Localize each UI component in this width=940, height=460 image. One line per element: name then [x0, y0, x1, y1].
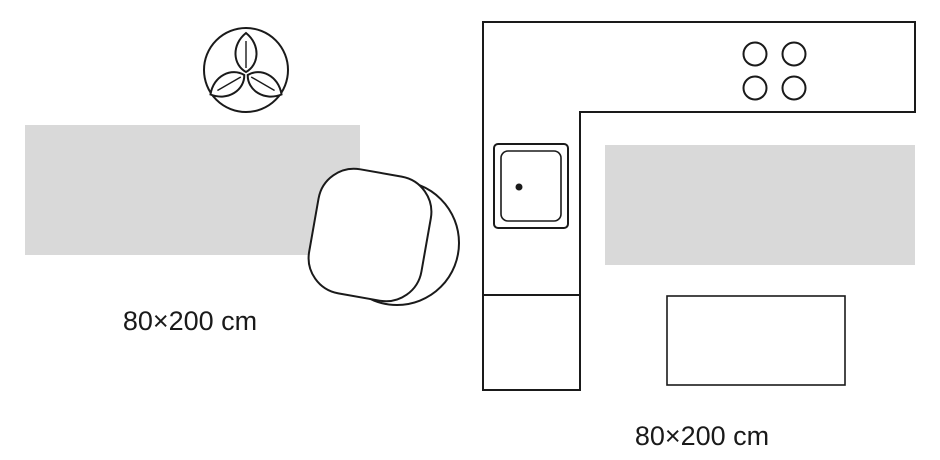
right-scene: 80×200 cm	[482, 21, 916, 451]
burner-icon	[781, 41, 807, 67]
burner-icon	[742, 75, 768, 101]
sink-drain	[515, 183, 523, 191]
right-rug	[605, 145, 915, 265]
left-scene: 80×200 cm	[25, 27, 460, 336]
burner-icon	[781, 75, 807, 101]
chair-seat	[307, 167, 433, 303]
right-rug-size-label: 80×200 cm	[635, 421, 769, 451]
kitchen-counter	[482, 21, 916, 391]
table	[666, 295, 846, 386]
plant-leaves	[209, 31, 283, 98]
left-rug	[25, 125, 360, 255]
left-rug-size-label: 80×200 cm	[123, 306, 257, 336]
stove-burners	[742, 41, 807, 101]
plant-icon	[203, 27, 289, 113]
chair	[307, 167, 460, 306]
sink-icon	[493, 143, 569, 229]
burner-icon	[742, 41, 768, 67]
sink-basin	[500, 150, 562, 222]
